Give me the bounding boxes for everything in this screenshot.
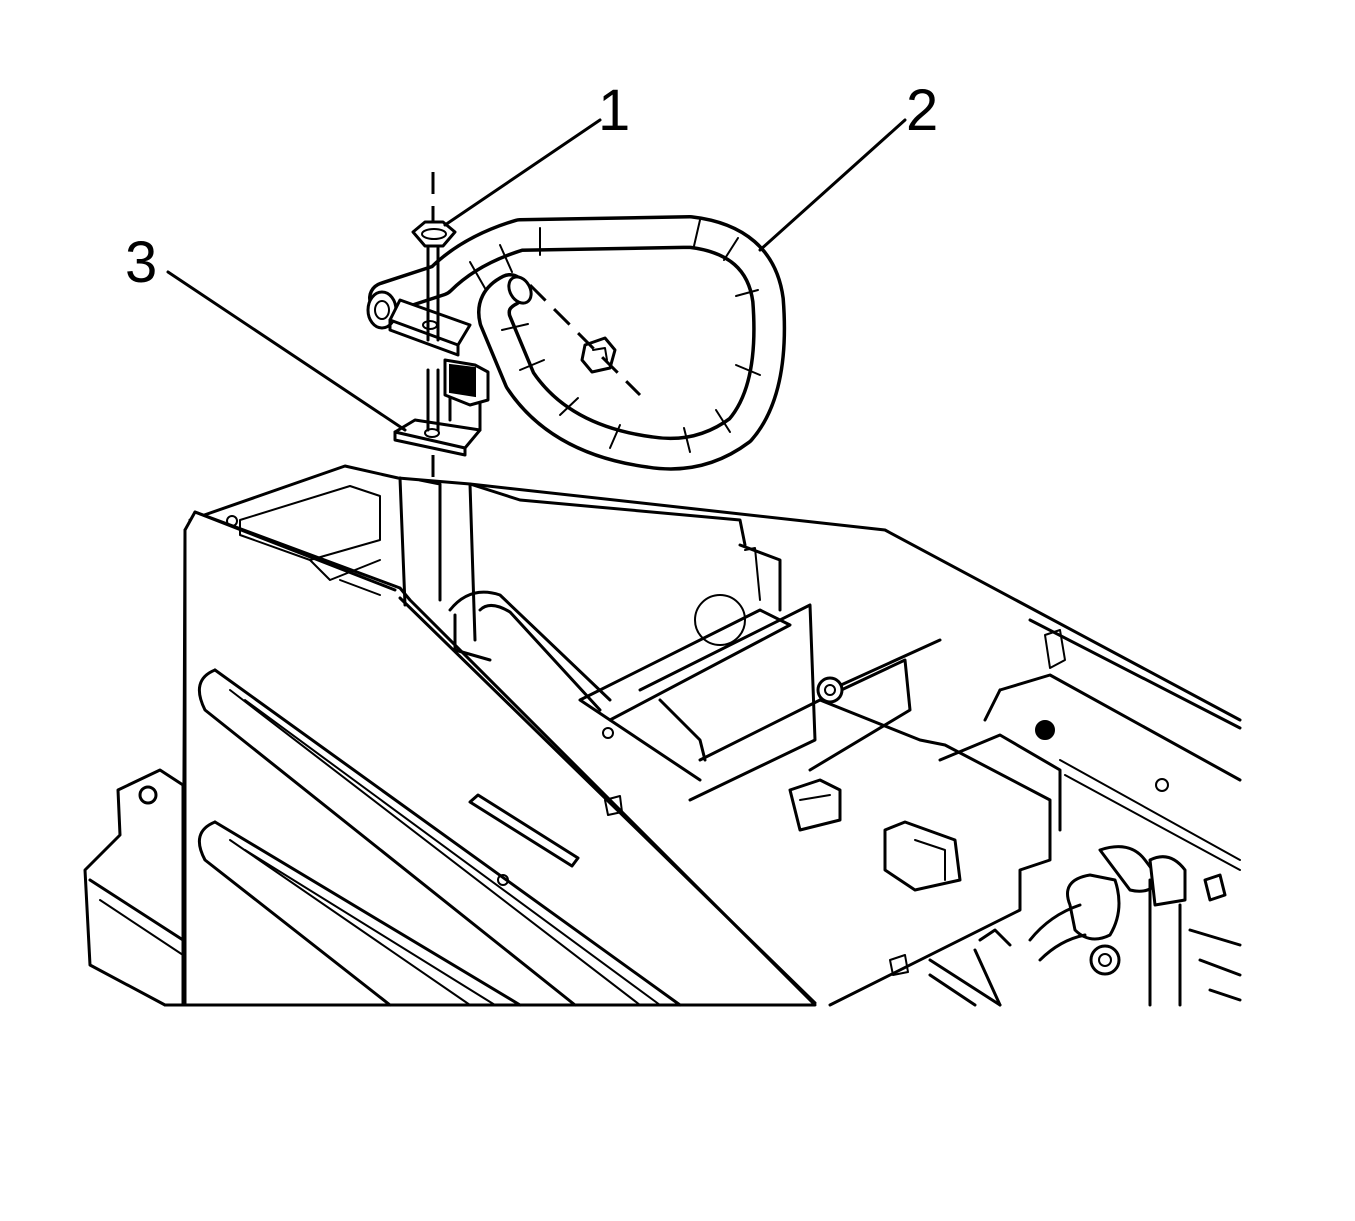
nut-part <box>411 172 642 478</box>
housing-assembly <box>83 464 1242 1007</box>
callout-1: 1 <box>443 78 630 227</box>
callout-label-1: 1 <box>598 78 630 143</box>
callout-label-2: 2 <box>906 78 938 143</box>
callout-3: 3 <box>125 230 407 432</box>
bracket-part <box>388 298 490 457</box>
callout-2: 2 <box>758 78 938 252</box>
callout-label-3: 3 <box>125 230 157 295</box>
